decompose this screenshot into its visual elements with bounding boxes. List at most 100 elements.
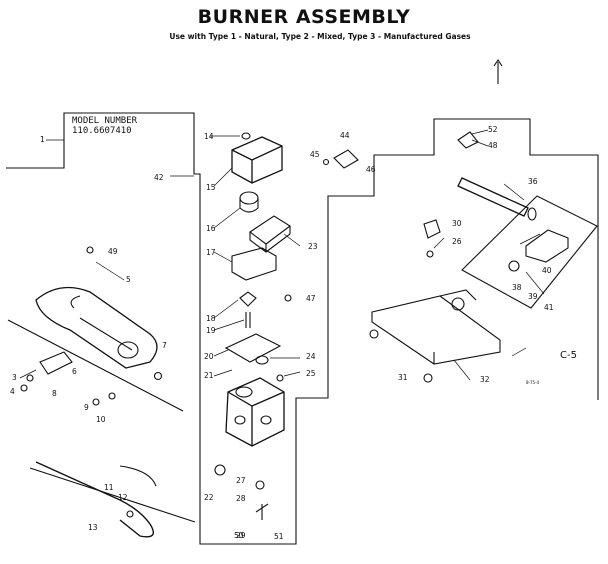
nut-28 <box>255 480 265 490</box>
part-label: 48 <box>488 141 498 150</box>
valve-port-3 <box>260 415 272 425</box>
thermocouple-lead-11 <box>119 465 157 487</box>
model-number-box: MODEL NUMBER 110.6607410 <box>72 116 137 136</box>
burner-cover <box>231 136 283 184</box>
part-label: 10 <box>96 415 106 424</box>
screw-25 <box>276 374 284 382</box>
drawing-code: 8-75-4 <box>526 380 540 385</box>
part-label: 9 <box>84 403 89 412</box>
part-label: 19 <box>206 326 216 335</box>
part-label: 52 <box>488 125 498 134</box>
nut-3 <box>26 374 34 382</box>
model-number-heading: MODEL NUMBER <box>72 116 138 126</box>
part-label: 11 <box>104 483 114 492</box>
part-label: 32 <box>480 375 490 384</box>
model-number-value: 110.6607410 <box>72 126 132 136</box>
screw-9 <box>92 398 100 406</box>
leader-lines <box>19 129 545 381</box>
part-label: 38 <box>512 283 522 292</box>
part-label: 47 <box>306 294 316 303</box>
part-label: 49 <box>108 247 118 256</box>
diaphragm-18 <box>239 291 257 307</box>
part-label: 51 <box>274 532 284 541</box>
part-label: 39 <box>528 292 538 301</box>
part-label: 16 <box>206 224 216 233</box>
part-label: 41 <box>544 303 554 312</box>
part-label: 13 <box>88 523 98 532</box>
part-label: 44 <box>340 131 350 140</box>
clip-30 <box>423 219 441 239</box>
screw-10 <box>108 392 116 400</box>
detail-box-left <box>7 319 184 412</box>
part-number-labels: 1 3 4 5 6 7 8 9 10 11 12 13 14 15 16 17 … <box>10 125 554 541</box>
nut-22 <box>214 464 226 476</box>
part-label: 5 <box>126 275 131 284</box>
part-label: 22 <box>204 493 214 502</box>
tube-36 <box>457 177 529 217</box>
fitting-40 <box>525 229 569 263</box>
clip-46 <box>333 149 359 169</box>
clip-48 <box>457 131 479 149</box>
diagram-title: BURNER ASSEMBLY <box>197 6 411 28</box>
part-label: 29 <box>236 531 246 540</box>
part-label: 24 <box>306 352 316 361</box>
washer-29 <box>255 503 269 520</box>
valve-port <box>235 386 253 398</box>
screw-45 <box>322 158 330 166</box>
part-label: 15 <box>206 183 216 192</box>
bracket-32 <box>371 289 501 365</box>
part-label: 26 <box>452 237 462 246</box>
part-label: 31 <box>398 373 408 382</box>
part-label: 45 <box>310 150 320 159</box>
part-label: 28 <box>236 494 246 503</box>
part-label: 7 <box>162 341 167 350</box>
reference-arrow <box>493 59 503 84</box>
burner-port <box>117 341 139 359</box>
part-label: 30 <box>452 219 462 228</box>
tube-36-end <box>527 207 537 221</box>
part-label: 1 <box>40 135 45 144</box>
part-label: 6 <box>72 367 77 376</box>
coil-16-body <box>239 198 259 213</box>
part-label: 36 <box>528 177 538 186</box>
part-label: 8 <box>52 389 57 398</box>
screw-47 <box>284 294 292 302</box>
bracket-hole <box>451 297 465 311</box>
screw-4-right <box>369 329 379 339</box>
part-label: 14 <box>204 132 214 141</box>
part-label: 12 <box>118 493 128 502</box>
part-label: 4 <box>10 387 15 396</box>
part-label: 18 <box>206 314 216 323</box>
burner-tube-5-inner <box>70 295 133 351</box>
screw-26 <box>426 250 434 258</box>
valve-plate-17 <box>231 247 277 281</box>
detail-box-right <box>461 195 598 309</box>
bracket-6 <box>39 351 73 375</box>
part-label: 17 <box>206 248 216 257</box>
diagram-subtitle: Use with Type 1 - Natural, Type 2 - Mixe… <box>169 32 471 41</box>
part-label: 50 <box>234 531 244 540</box>
part-label: 46 <box>366 165 376 174</box>
part-label: 20 <box>204 352 214 361</box>
plate-20 <box>224 333 282 363</box>
screw-14 <box>241 132 251 140</box>
thermocouple-13 <box>35 461 154 538</box>
screw-31 <box>423 373 433 383</box>
screw-49 <box>86 246 94 254</box>
nut-12 <box>126 510 134 518</box>
assembly-boundary <box>6 112 599 545</box>
valve-port-2 <box>234 415 246 425</box>
part-label: 3 <box>12 373 17 382</box>
detail-box-lower <box>29 467 196 523</box>
part-label: 25 <box>306 369 316 378</box>
part-label: 23 <box>308 242 318 251</box>
screw-4-left <box>20 384 28 392</box>
valve-body <box>225 377 285 447</box>
part-label: 40 <box>542 266 552 275</box>
burner-tube-5 <box>35 286 158 369</box>
coil-16 <box>239 191 259 205</box>
igniter-7 <box>153 371 163 381</box>
nut-38 <box>508 260 520 272</box>
part-label: 42 <box>154 173 164 182</box>
